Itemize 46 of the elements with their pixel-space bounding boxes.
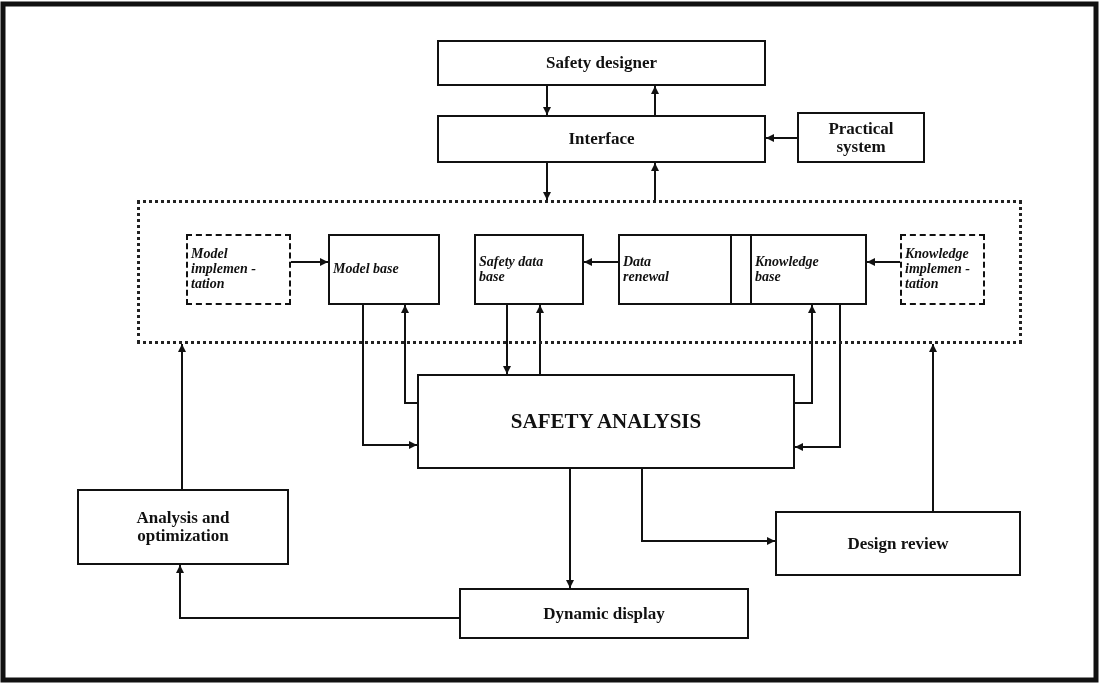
arrow [866,258,901,266]
box-label: Knowledge base [755,254,820,285]
box-label: Interface [568,130,635,148]
arrow [651,85,659,116]
system-boundary [137,200,1022,344]
process-box [775,511,1021,576]
box-label: Safety data base [479,254,545,285]
arrow [543,162,551,201]
process-box [437,40,766,86]
box-label: Safety designer [546,54,657,72]
arrow [503,304,511,375]
arrow [536,304,544,375]
arrow [651,162,659,201]
box-label: Dynamic display [543,604,665,623]
arrow [401,304,418,404]
box-label: Model implemen -tation [191,247,257,292]
box-label: SAFETY ANALYSIS [510,410,702,433]
process-box [437,115,766,163]
arrow [641,468,776,545]
box-label: Analysis and optimization [135,509,231,545]
arrow [290,258,329,266]
arrow [929,343,937,512]
box-label: Design review [847,534,949,553]
module-box [900,234,985,305]
process-box [797,112,925,163]
data-box [618,234,752,305]
box-label: Model base [333,262,399,277]
arrow [794,304,841,451]
arrow [178,343,186,490]
arrow [765,134,798,142]
arrow [794,304,816,404]
process-box [459,588,749,639]
process-box [77,489,289,565]
arrow [566,468,574,589]
arrow [583,258,619,266]
arrow [543,85,551,116]
data-box [750,234,867,305]
module-box [186,234,291,305]
box-label: Data renewal [623,254,670,285]
analysis-box [417,374,795,469]
box-label: Practical system [827,119,895,156]
arrow [176,564,460,619]
data-box [328,234,440,305]
data-box [474,234,584,305]
arrow [362,304,418,449]
box-label: Knowledge implemen -tation [905,247,971,292]
